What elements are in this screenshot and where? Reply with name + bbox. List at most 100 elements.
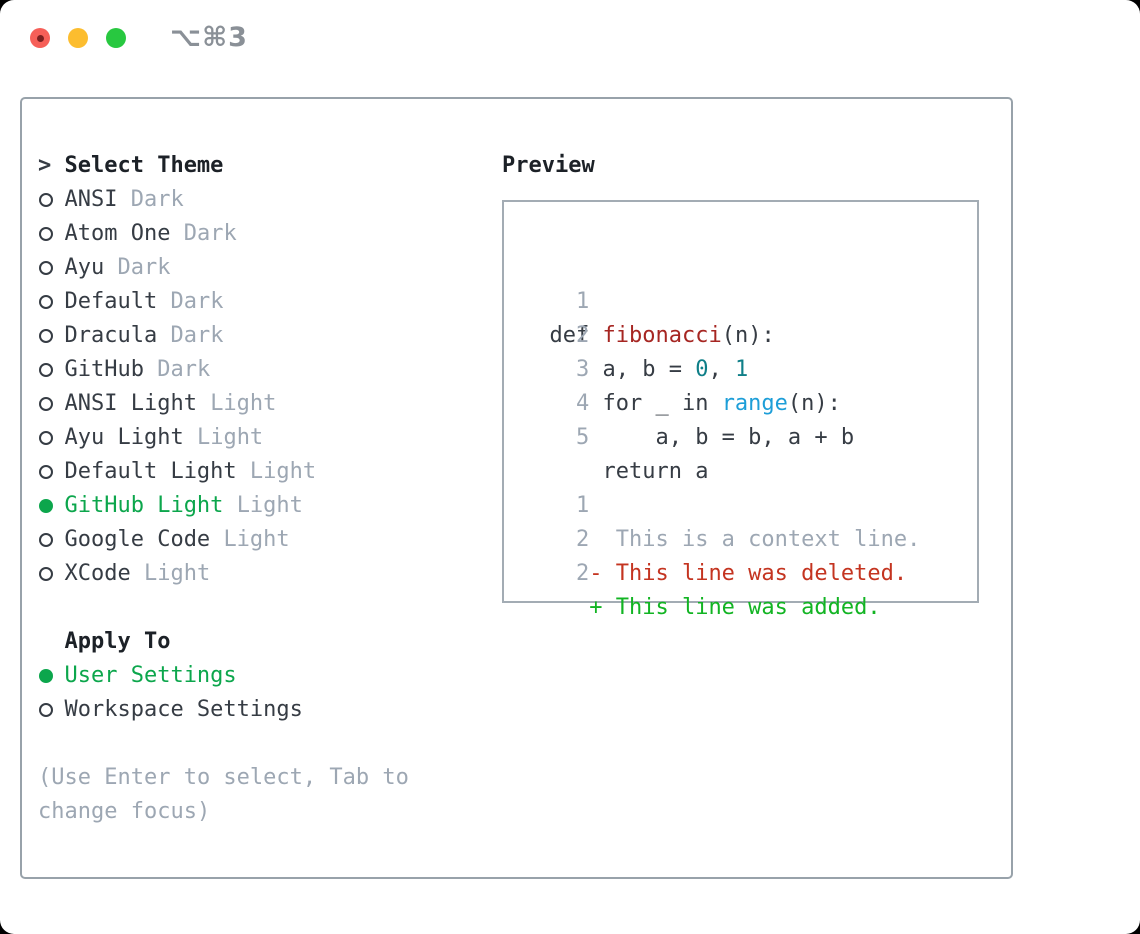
theme-variant: Dark: [170, 289, 224, 314]
code-token: def: [549, 323, 603, 348]
theme-option[interactable]: XCode Light: [38, 557, 422, 591]
theme-list: ANSI Dark Atom One Dark Ayu Dark Default…: [38, 183, 422, 591]
theme-option[interactable]: Ayu Light Light: [38, 421, 422, 455]
theme-name-gap: [144, 353, 157, 387]
radio-icon: [39, 261, 53, 275]
code-token: return a: [549, 459, 709, 484]
theme-name: Ayu: [64, 255, 105, 280]
line-number: 1: [575, 493, 590, 518]
apply-to-list: User Settings Workspace Settings: [38, 659, 422, 727]
theme-name: XCode: [64, 561, 131, 586]
apply-to-header-row: Apply To: [38, 625, 422, 659]
radio-icon: [39, 669, 53, 683]
theme-option[interactable]: GitHub Dark: [38, 353, 422, 387]
code-token: (n):: [721, 323, 775, 348]
theme-option[interactable]: Ayu Dark: [38, 251, 422, 285]
line-number: 4: [575, 391, 590, 416]
apply-to-title: Apply To: [64, 629, 171, 654]
code-token: 0: [695, 357, 709, 382]
apply-option[interactable]: Workspace Settings: [38, 693, 422, 727]
radio-icon: [39, 499, 53, 513]
line-number: 1: [575, 289, 590, 314]
line-number: 2: [575, 527, 590, 552]
theme-name: GitHub Light: [64, 493, 224, 518]
radio-icon: [39, 465, 53, 479]
minimize-button[interactable]: [68, 28, 88, 48]
theme-name-gap: [197, 387, 210, 421]
line-number: 5: [575, 425, 590, 450]
theme-name: Default Light: [64, 459, 237, 484]
theme-name: Ayu Light: [64, 425, 184, 450]
theme-name-gap: [157, 285, 170, 319]
code-line: 1 def fibonacci(n):: [523, 251, 977, 348]
radio-icon: [39, 431, 53, 445]
theme-option[interactable]: ANSI Light Light: [38, 387, 422, 421]
theme-name: Default: [64, 289, 158, 314]
theme-name: Atom One: [64, 221, 171, 246]
preview-code-box: 1 def fibonacci(n): 2 a, b = 0, 1 3 for …: [502, 200, 979, 620]
theme-option[interactable]: Dracula Dark: [38, 319, 422, 353]
code-line: 2 - This line was deleted.: [523, 489, 977, 586]
radio-icon: [39, 703, 53, 717]
left-column: > Select Theme ANSI Dark Atom One Dark A…: [38, 149, 422, 829]
theme-name-gap: [104, 251, 117, 285]
theme-name: ANSI Light: [64, 391, 197, 416]
code-line: 2 + This line was added.: [523, 523, 977, 620]
radio-icon: [39, 363, 53, 377]
radio-icon: [39, 567, 53, 581]
code-token: fibonacci: [602, 323, 722, 348]
apply-option[interactable]: User Settings: [38, 659, 422, 693]
theme-variant: Dark: [183, 221, 237, 246]
line-number: 2: [575, 561, 590, 586]
theme-option[interactable]: Atom One Dark: [38, 217, 422, 251]
close-button[interactable]: [30, 28, 50, 48]
code-token: 1: [734, 357, 749, 382]
radio-icon: [39, 193, 53, 207]
code-line: 1 This is a context line.: [523, 455, 977, 552]
keyboard-hint: (Use Enter to select, Tab to change focu…: [38, 765, 423, 824]
code-token: (n):: [787, 391, 841, 416]
apply-option-label: User Settings: [64, 663, 237, 688]
code-token: a, b =: [549, 357, 696, 382]
code-token: This is a context line.: [549, 527, 921, 552]
theme-option[interactable]: Default Light Light: [38, 455, 422, 489]
theme-variant: Light: [236, 493, 303, 518]
zoom-button[interactable]: [106, 28, 126, 48]
theme-name-gap: [210, 523, 223, 557]
code-token: + This line was added.: [549, 595, 881, 620]
select-theme-header-row: > Select Theme: [38, 149, 422, 183]
theme-name-gap: [223, 489, 236, 523]
theme-variant: Light: [249, 459, 317, 484]
titlebar: ⌥⌘3: [30, 24, 248, 51]
theme-option[interactable]: Google Code Light: [38, 523, 422, 557]
theme-option[interactable]: GitHub Light Light: [38, 489, 422, 523]
select-theme-title: Select Theme: [64, 153, 224, 178]
radio-icon: [39, 397, 53, 411]
preview-column: Preview 1 def fibonacci(n): 2 a, b = 0, …: [502, 149, 979, 620]
code-token: for _ in: [549, 391, 722, 416]
theme-name-gap: [117, 183, 130, 217]
theme-name-gap: [170, 217, 183, 251]
code-line: 3 for _ in range(n):: [523, 319, 977, 416]
radio-icon: [39, 533, 53, 547]
radio-icon: [39, 295, 53, 309]
theme-name: Dracula: [64, 323, 158, 348]
code-token: ,: [708, 357, 735, 382]
theme-option[interactable]: Default Dark: [38, 285, 422, 319]
theme-name: GitHub: [64, 357, 144, 382]
apply-option-label: Workspace Settings: [64, 697, 303, 722]
theme-name-gap: [131, 557, 144, 591]
theme-variant: Light: [196, 425, 264, 450]
theme-variant: Light: [210, 391, 277, 416]
theme-name: ANSI: [64, 187, 118, 212]
theme-variant: Dark: [130, 187, 184, 212]
theme-option[interactable]: ANSI Dark: [38, 183, 422, 217]
cursor-icon: >: [38, 153, 52, 178]
theme-variant: Light: [143, 561, 211, 586]
code-line: 2 a, b = 0, 1: [523, 285, 977, 382]
theme-picker-panel: > Select Theme ANSI Dark Atom One Dark A…: [20, 97, 1013, 879]
radio-icon: [39, 227, 53, 241]
theme-variant: Dark: [170, 323, 224, 348]
theme-name-gap: [184, 421, 197, 455]
